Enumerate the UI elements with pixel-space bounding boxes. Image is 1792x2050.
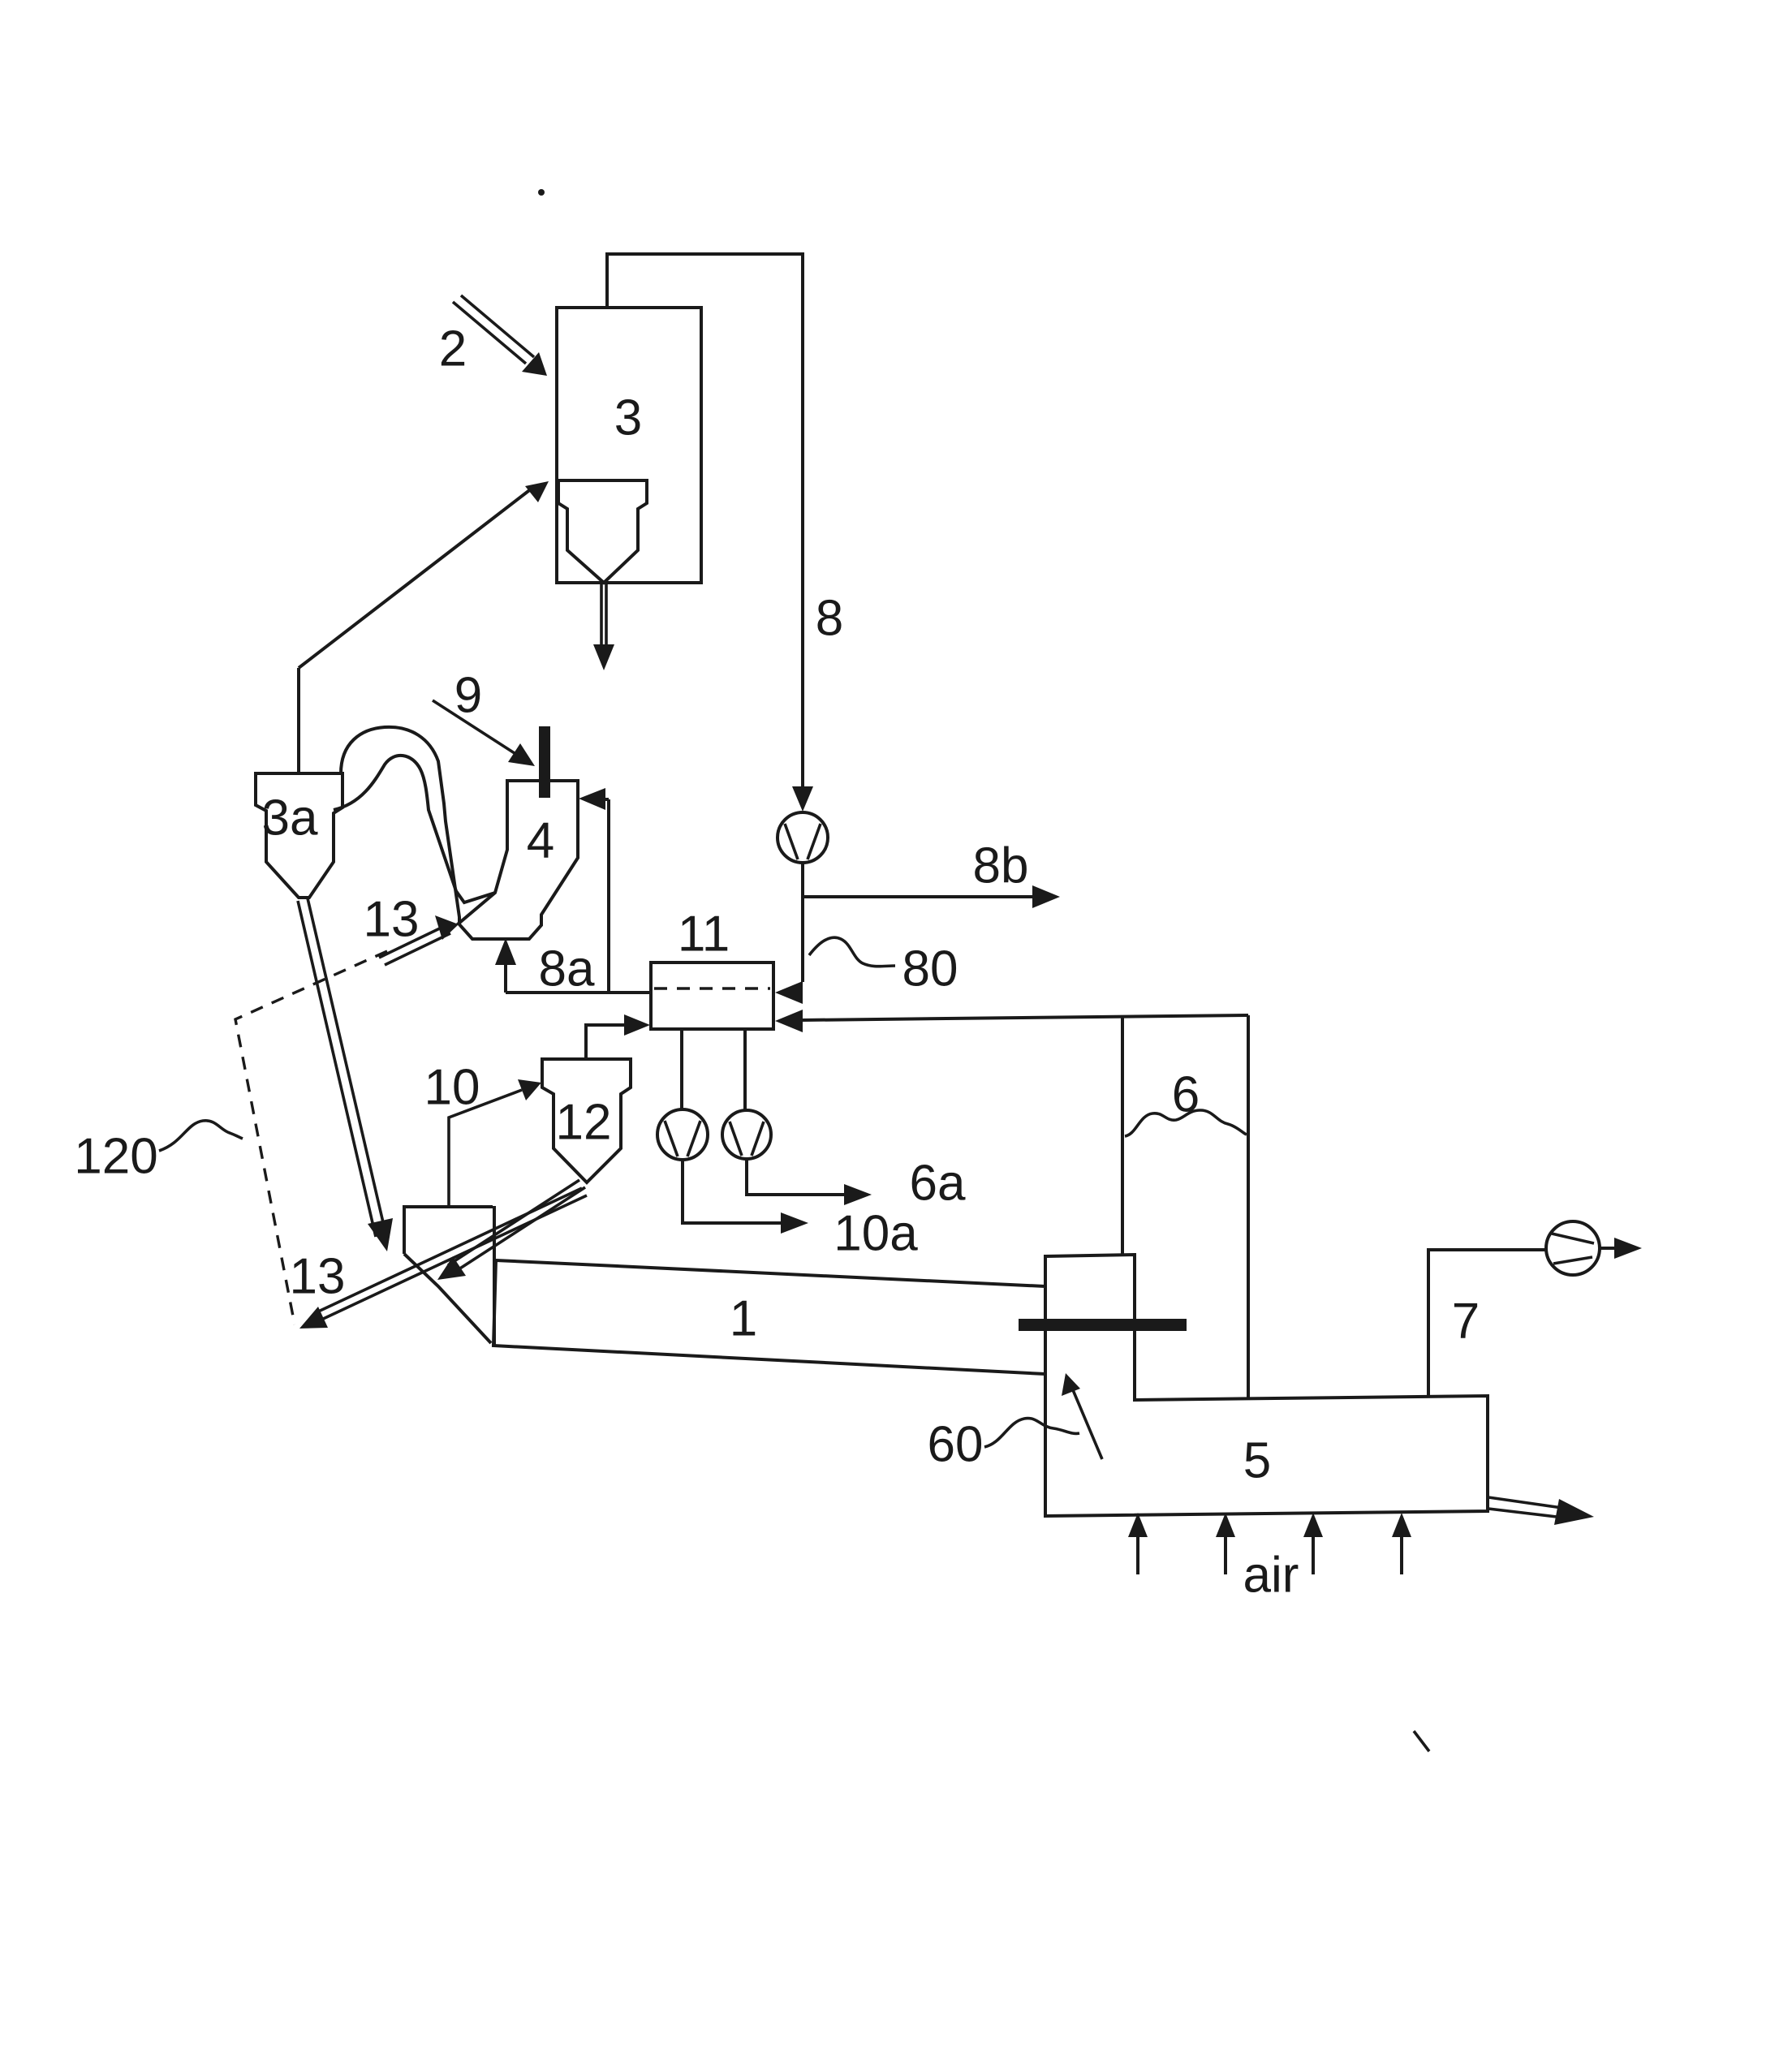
label-13-lower: 13 xyxy=(290,1249,346,1305)
label-6a: 6a xyxy=(910,1156,966,1212)
down-arrow-icon xyxy=(593,644,614,670)
valve-bar-icon xyxy=(1019,1319,1187,1331)
vessel-3 xyxy=(555,306,703,670)
label-3a: 3a xyxy=(262,790,318,846)
right-arrow-icon xyxy=(624,1014,650,1036)
label-80: 80 xyxy=(902,941,958,997)
label-11: 11 xyxy=(678,907,730,963)
left-arrow-icon xyxy=(775,1010,803,1032)
pump-right xyxy=(721,1029,872,1205)
feed-arrow-2 xyxy=(451,294,547,376)
label-6: 6 xyxy=(1172,1067,1200,1123)
pointer-9 xyxy=(432,699,535,766)
pump-left xyxy=(656,1029,808,1234)
vessel-4 xyxy=(456,779,579,941)
riser-3a-to-3 xyxy=(297,481,549,773)
label-air: air xyxy=(1243,1548,1299,1604)
leader-squiggle-120 xyxy=(158,1119,243,1152)
right-arrow-icon xyxy=(781,1212,808,1234)
duct-6-break-squiggle xyxy=(1124,1109,1247,1138)
vessel-1 xyxy=(491,1258,1047,1376)
label-8a: 8a xyxy=(539,941,595,997)
stream-13-into-duct xyxy=(378,915,459,967)
up-arrow-icon xyxy=(495,938,516,965)
stray-tick xyxy=(1412,1729,1431,1753)
label-120: 120 xyxy=(74,1129,157,1185)
label-10: 10 xyxy=(424,1060,480,1116)
stream-13-to-discharge xyxy=(299,1187,588,1329)
air-inlet-arrows xyxy=(1128,1513,1411,1574)
label-5: 5 xyxy=(1243,1433,1271,1489)
stream-8a xyxy=(495,788,651,994)
furnace-outlet-arrow xyxy=(1488,1496,1594,1525)
vessel-3-internal-hopper xyxy=(557,479,648,585)
arrowhead-icon xyxy=(518,1079,541,1100)
stream-8b xyxy=(803,885,1060,908)
label-60: 60 xyxy=(928,1417,984,1473)
up-arrow-icon xyxy=(1303,1513,1323,1574)
arrowhead-icon xyxy=(525,481,549,502)
serpentine-duct xyxy=(333,725,496,924)
valve-bar-icon xyxy=(539,726,550,798)
cyclone-3a xyxy=(254,772,344,899)
label-3: 3 xyxy=(614,390,642,446)
dashed-boundary-120 xyxy=(158,950,388,1325)
arrowhead-icon xyxy=(437,1256,466,1280)
left-arrow-icon xyxy=(775,981,803,1004)
down-arrow-icon xyxy=(792,786,813,812)
label-12: 12 xyxy=(556,1095,612,1151)
label-7: 7 xyxy=(1452,1294,1480,1350)
label-4: 4 xyxy=(527,813,554,869)
right-arrow-icon xyxy=(1032,885,1060,908)
label-8b: 8b xyxy=(973,838,1029,894)
mixing-box-11 xyxy=(649,936,896,1031)
furnace-5-and-riser xyxy=(1044,1252,1489,1518)
fan-icon xyxy=(776,811,829,864)
right-arrow-icon xyxy=(1614,1238,1642,1259)
label-9: 9 xyxy=(454,668,482,724)
left-arrow-icon xyxy=(579,788,605,810)
hopper-12 xyxy=(541,1057,632,1185)
arrowhead-icon xyxy=(508,743,535,766)
line-12-to-11 xyxy=(584,1014,650,1059)
up-arrow-icon xyxy=(1128,1513,1148,1574)
arrowhead-icon xyxy=(1062,1373,1080,1396)
arrowhead-icon xyxy=(299,1307,328,1329)
arrowhead-icon xyxy=(435,915,459,940)
arrowhead-icon xyxy=(1554,1499,1594,1525)
label-2: 2 xyxy=(439,321,467,377)
stray-dot xyxy=(538,189,545,196)
label-10a: 10a xyxy=(834,1206,918,1262)
label-1: 1 xyxy=(730,1291,757,1347)
pump-icon xyxy=(721,1109,773,1161)
stream-13-from-3a xyxy=(296,898,393,1251)
label-13-upper: 13 xyxy=(364,892,420,948)
feed-arrow-10 xyxy=(447,1079,541,1207)
arrowhead-icon xyxy=(368,1218,393,1251)
label-8: 8 xyxy=(816,591,843,647)
fan-icon xyxy=(1544,1220,1601,1277)
up-arrow-icon xyxy=(1392,1513,1411,1574)
right-arrow-icon xyxy=(844,1184,872,1205)
pointer-60 xyxy=(984,1373,1104,1460)
arrowhead-icon xyxy=(522,352,547,376)
leader-squiggle-80 xyxy=(808,936,896,968)
return-line-6-to-11 xyxy=(775,1010,1250,1398)
line-7 xyxy=(1427,1220,1642,1396)
pump-icon xyxy=(656,1108,709,1161)
up-arrow-icon xyxy=(1216,1513,1235,1574)
